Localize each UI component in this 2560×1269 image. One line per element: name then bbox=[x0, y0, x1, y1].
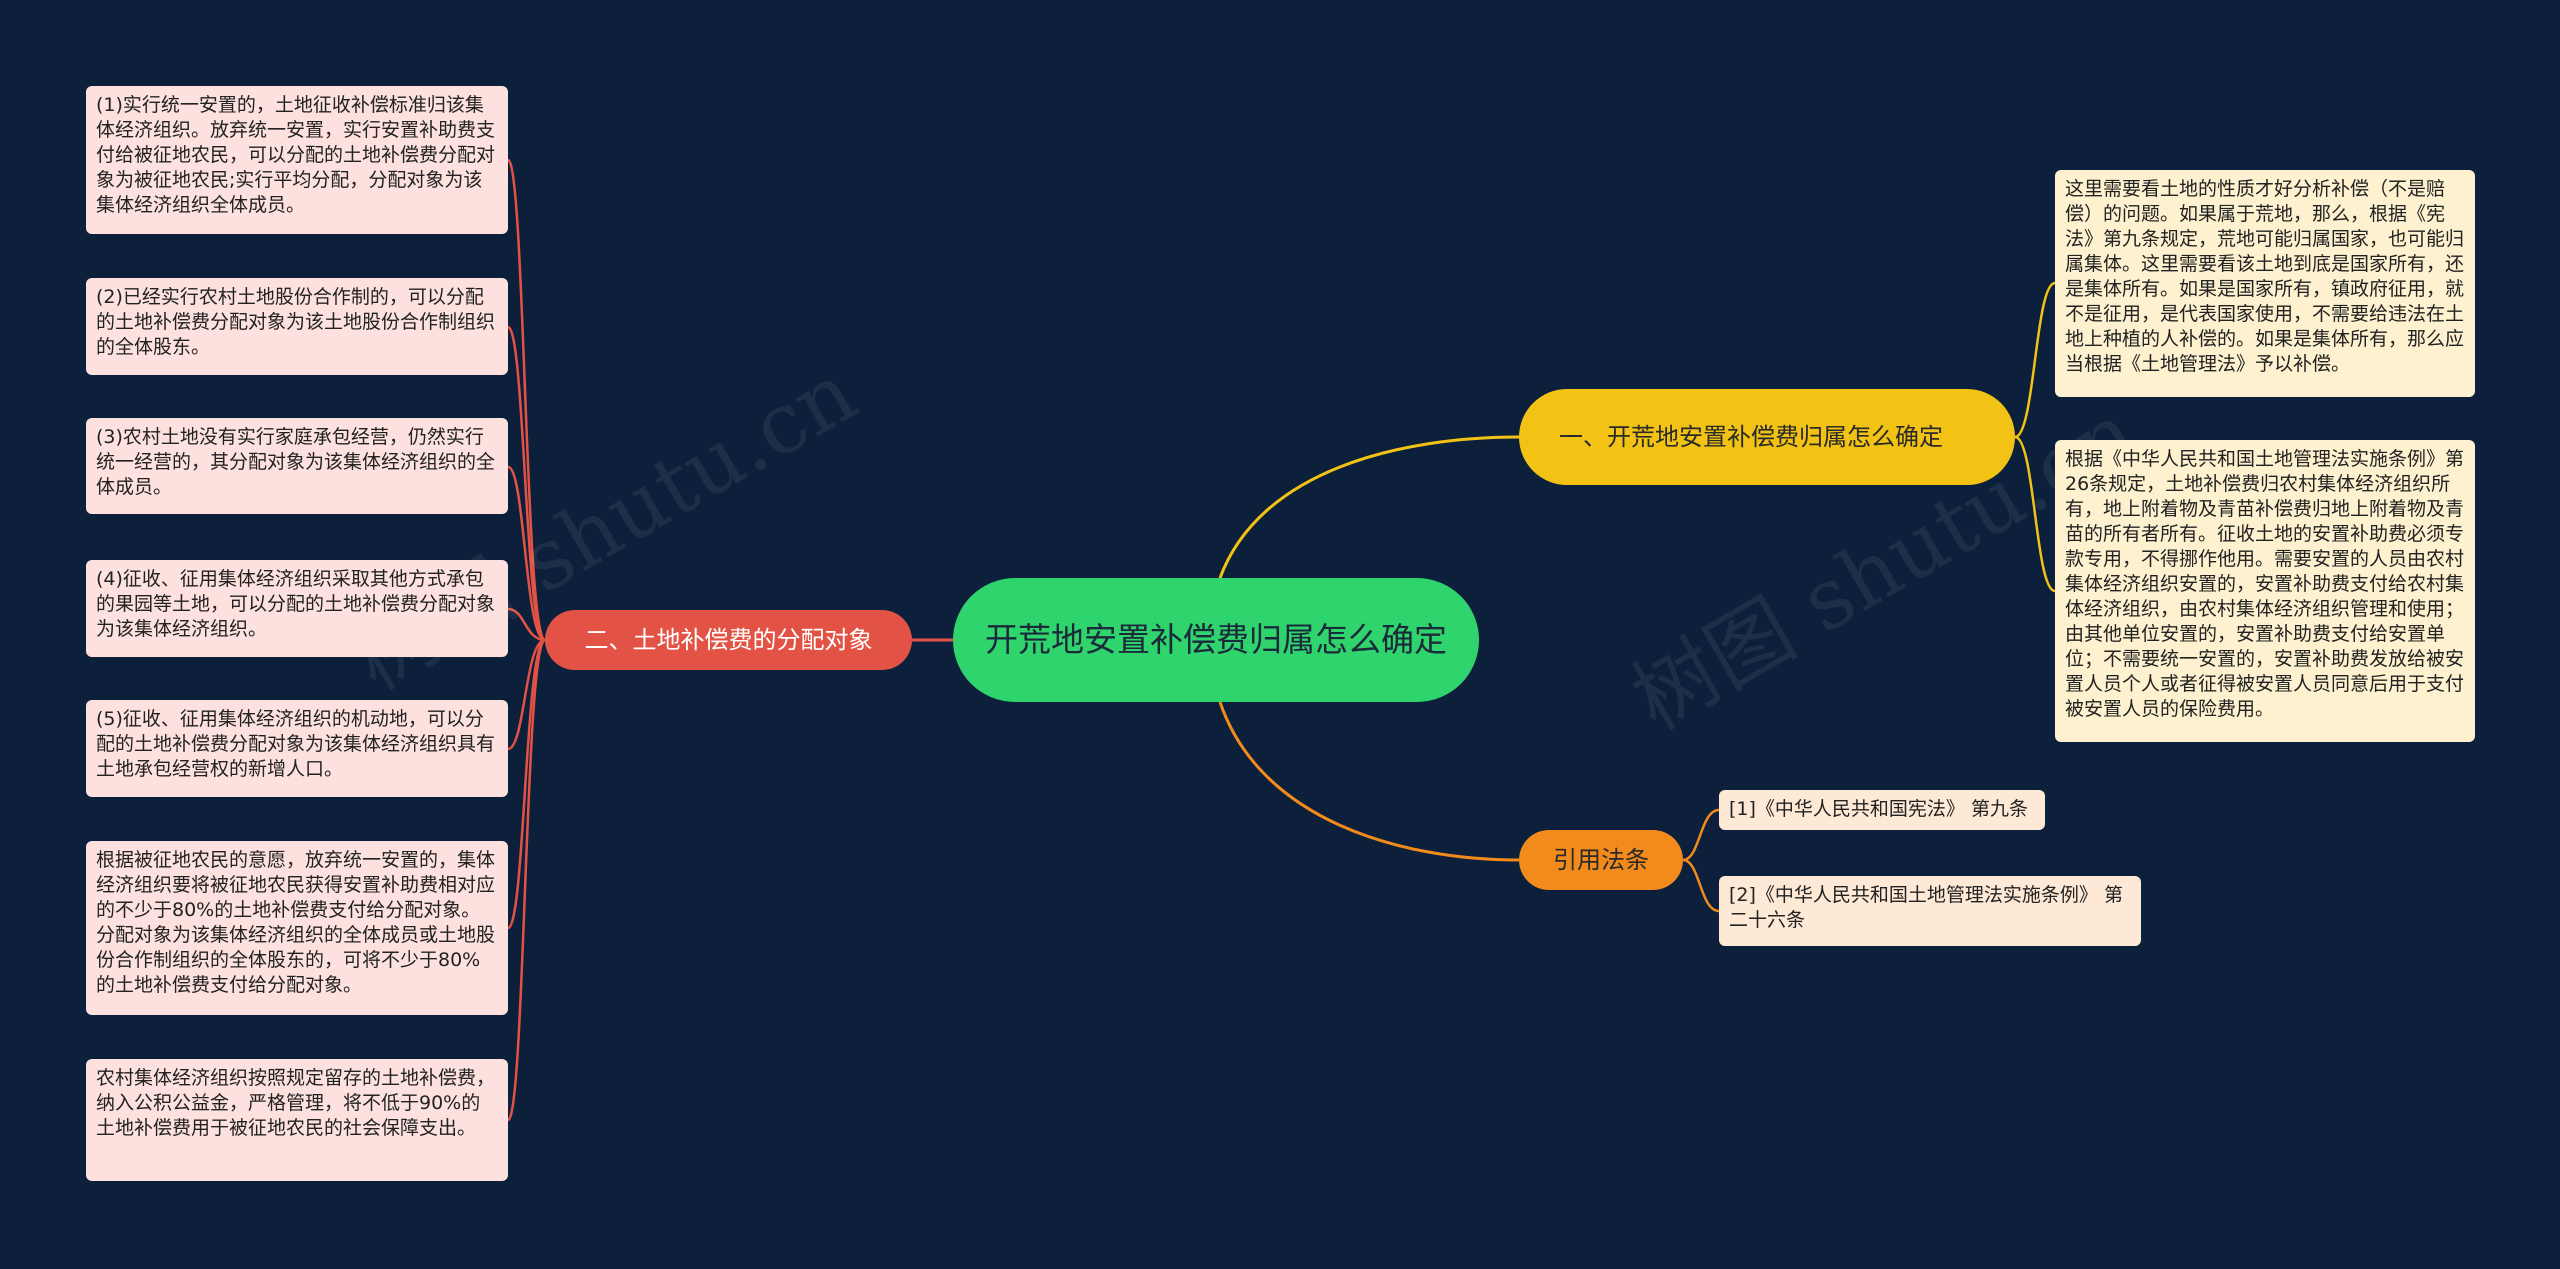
link-right2-law2 bbox=[1682, 858, 1720, 913]
link-left-leaf6 bbox=[506, 638, 547, 930]
branch-citations-label: 引用法条 bbox=[1553, 846, 1649, 874]
link-right1-leaf1 bbox=[2014, 281, 2056, 439]
link-left-leaf4 bbox=[507, 607, 546, 642]
branch-distribution[interactable]: 二、土地补偿费的分配对象 bbox=[545, 610, 912, 670]
branch-distribution-label: 二、土地补偿费的分配对象 bbox=[584, 626, 873, 654]
link-center-right2 bbox=[1218, 701, 1520, 862]
law-leaf-1[interactable]: [1]《中华人民共和国宪法》 第九条 bbox=[1719, 790, 2045, 830]
left-leaf-2[interactable]: (2)已经实行农村土地股份合作制的，可以分配的土地补偿费分配对象为该土地股份合作… bbox=[86, 278, 508, 375]
left-leaf-4[interactable]: (4)征收、征用集体经济组织采取其他方式承包的果园等土地，可以分配的土地补偿费分… bbox=[86, 560, 508, 657]
link-left-leaf3 bbox=[507, 465, 546, 642]
link-left-leaf1 bbox=[506, 158, 547, 642]
center-topic[interactable]: 开荒地安置补偿费归属怎么确定 bbox=[953, 578, 1479, 702]
left-leaf-6[interactable]: 根据被征地农民的意愿，放弃统一安置的，集体经济组织要将被征地农民获得安置补助费相… bbox=[86, 841, 508, 1015]
link-left-leaf7 bbox=[506, 638, 547, 1122]
branch-ownership[interactable]: 一、开荒地安置补偿费归属怎么确定 bbox=[1519, 389, 2015, 485]
branch-citations[interactable]: 引用法条 bbox=[1519, 830, 1683, 890]
center-topic-label: 开荒地安置补偿费归属怎么确定 bbox=[985, 620, 1447, 659]
link-right2-law1 bbox=[1682, 808, 1720, 862]
link-left-leaf2 bbox=[506, 325, 547, 642]
right-leaf-1[interactable]: 这里需要看土地的性质才好分析补偿（不是赔偿）的问题。如果属于荒地，那么，根据《宪… bbox=[2055, 170, 2475, 397]
left-leaf-1[interactable]: (1)实行统一安置的，土地征收补偿标准归该集体经济组织。放弃统一安置，实行安置补… bbox=[86, 86, 508, 234]
link-right1-leaf2 bbox=[2014, 435, 2056, 593]
right-leaf-2[interactable]: 根据《中华人民共和国土地管理法实施条例》第26条规定，土地补偿费归农村集体经济组… bbox=[2055, 440, 2475, 742]
branch-ownership-label: 一、开荒地安置补偿费归属怎么确定 bbox=[1559, 423, 1943, 451]
left-leaf-5[interactable]: (5)征收、征用集体经济组织的机动地，可以分配的土地补偿费分配对象为该集体经济组… bbox=[86, 700, 508, 797]
left-leaf-3[interactable]: (3)农村土地没有实行家庭承包经营，仍然实行统一经营的，其分配对象为该集体经济组… bbox=[86, 418, 508, 514]
law-leaf-2[interactable]: [2]《中华人民共和国土地管理法实施条例》 第二十六条 bbox=[1719, 876, 2141, 946]
left-leaf-7[interactable]: 农村集体经济组织按照规定留存的土地补偿费，纳入公积公益金，严格管理，将不低于90… bbox=[86, 1059, 508, 1181]
link-center-right1 bbox=[1218, 435, 1520, 579]
link-left-leaf5 bbox=[507, 638, 546, 751]
